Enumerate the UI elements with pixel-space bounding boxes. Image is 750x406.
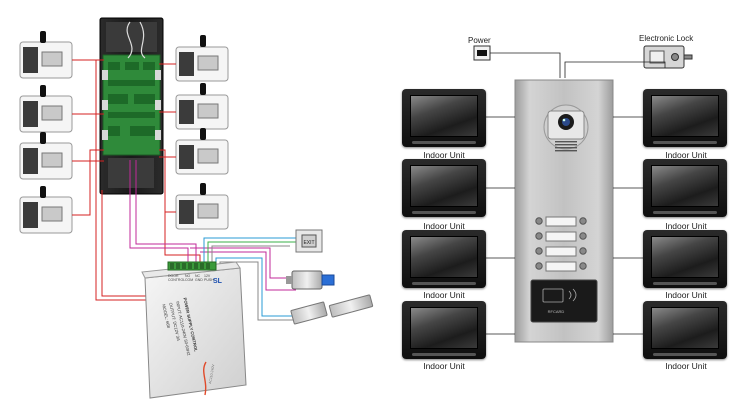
card-reader-label: RFCARD (548, 309, 565, 314)
bolt-lock-device (286, 270, 335, 290)
power-plug-icon (473, 45, 491, 61)
indoor-unit-monitor (643, 89, 727, 147)
exit-button-device: EXIT (295, 229, 323, 253)
indoor-unit-monitor (402, 230, 486, 288)
svg-text:DOOR: DOOR (168, 274, 179, 278)
indoor-unit-label: Indoor Unit (665, 290, 707, 300)
indoor-unit-label: Indoor Unit (665, 361, 707, 371)
wiring-diagram-panel: EXIT SL DOOR CONTROL (19, 17, 374, 399)
overview-graphics: RFCARD (473, 45, 693, 343)
pink-wiring (129, 160, 300, 291)
left-monitor-column (19, 31, 73, 234)
indoor-unit-label: Indoor Unit (423, 290, 465, 300)
indoor-unit-label: Indoor Unit (423, 221, 465, 231)
system-overview-panel: RFCARD Power Electronic Lock Indoor Unit… (385, 0, 750, 401)
indoor-unit-label: Indoor Unit (665, 150, 707, 160)
card-reader: RFCARD (530, 279, 598, 323)
power-label: Power (468, 36, 491, 45)
wiring-diagram: EXIT SL DOOR CONTROL (19, 17, 374, 399)
indoor-unit-monitor (643, 301, 727, 359)
svg-text:NC: NC (195, 274, 201, 278)
electronic-lock-icon (643, 45, 693, 69)
indoor-unit-monitor (643, 159, 727, 217)
psu-brand: SL (213, 278, 223, 285)
call-button-rows (535, 216, 587, 272)
top-connections (490, 52, 666, 78)
indoor-unit-monitor (402, 301, 486, 359)
svg-text:CONTROL: CONTROL (168, 278, 185, 282)
right-monitor-column (175, 35, 229, 230)
door-station-back (99, 17, 164, 195)
svg-text:NO: NO (185, 274, 191, 278)
accessory-wiring (203, 237, 300, 321)
svg-text:12V: 12V (204, 274, 211, 278)
indoor-unit-label: Indoor Unit (423, 150, 465, 160)
electronic-lock-label: Electronic Lock (639, 34, 694, 43)
svg-text:GND: GND (195, 278, 203, 282)
cable-tag: AC110-240V (208, 363, 215, 384)
psu-model: MODEL: 668 (161, 304, 171, 329)
svg-text:COM: COM (185, 278, 193, 282)
svg-text:PUSH: PUSH (204, 278, 214, 282)
door-station-front: RFCARD (514, 79, 614, 343)
indoor-unit-label: Indoor Unit (423, 361, 465, 371)
indoor-unit-monitor (402, 89, 486, 147)
strike-plate-devices (290, 294, 374, 325)
exit-button-label: EXIT (303, 240, 314, 246)
indoor-unit-monitor (402, 159, 486, 217)
power-supply-box: SL DOOR CONTROL NO COM NC GND 12V PUSH P… (141, 261, 247, 399)
unit-connections (486, 116, 643, 335)
indoor-unit-monitor (643, 230, 727, 288)
indoor-unit-label: Indoor Unit (665, 221, 707, 231)
